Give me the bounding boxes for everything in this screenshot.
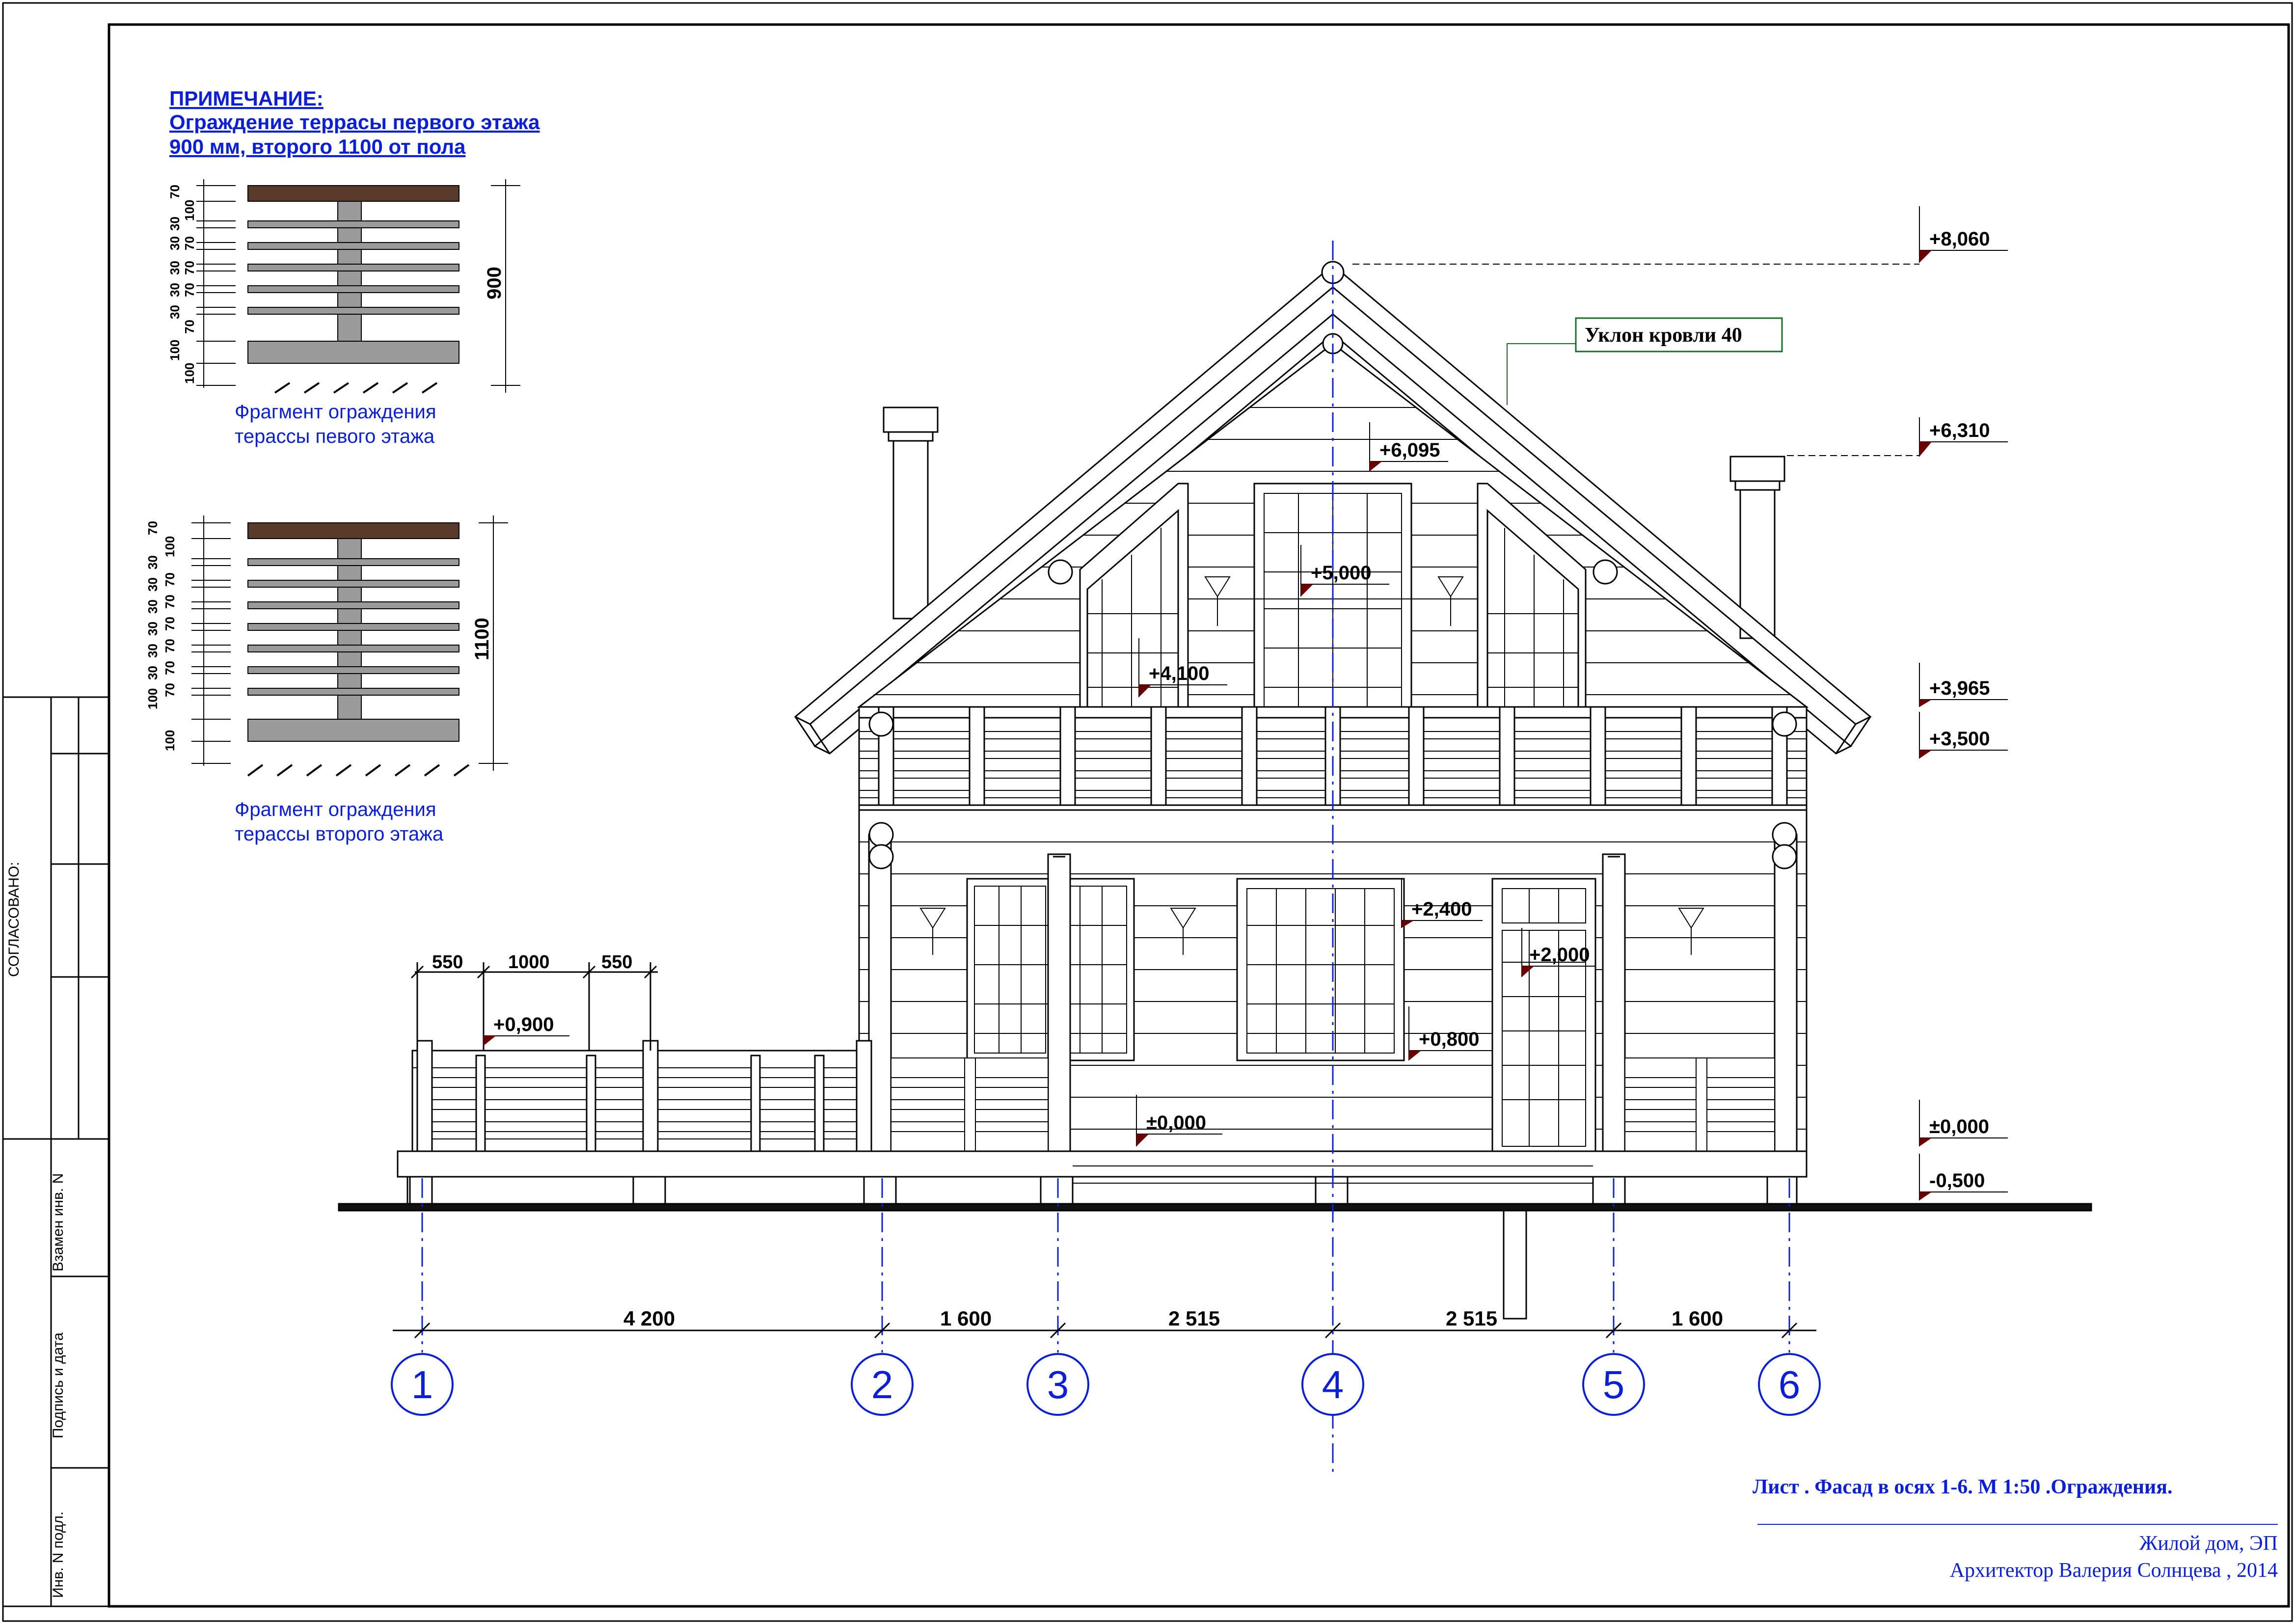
fragment2-dim-13: 70 (162, 683, 177, 697)
fragment2-dim-2: 30 (145, 555, 160, 569)
axis-dim-4-5: 2 515 (1446, 1307, 1497, 1330)
level-8060: +8,060 (1929, 228, 1990, 250)
fragment1-dim-2: 30 (167, 217, 182, 231)
fragment1-dim-5: 30 (167, 261, 182, 275)
fragment2-dim-12: 30 (145, 666, 160, 680)
fragment2-dim-9: 70 (162, 639, 177, 653)
fragment2-caption-2: терассы второго этажа (235, 823, 444, 845)
fragment1-dim-1: 100 (182, 200, 197, 221)
fragment1-dim-3: 30 (167, 236, 182, 250)
fragment1-dim-12: 100 (182, 363, 197, 384)
terrace-dim-0: 550 (432, 952, 463, 973)
axis-dim-line (393, 1322, 1816, 1339)
railing-fragment-1 (196, 179, 520, 394)
fragment1-dim-7: 30 (167, 283, 182, 297)
fragment2-dim-3: 70 (162, 572, 177, 587)
fragment2-dim-1: 100 (162, 536, 177, 557)
slope-label: Уклон кровли 40 (1585, 324, 1742, 347)
level-6310: +6,310 (1929, 420, 1990, 441)
level-markers-right (1919, 206, 2008, 1200)
fragment2-dim-14: 100 (145, 688, 160, 709)
sheet-title: Лист . Фасад в осях 1-6. М 1:50 .Огражде… (1753, 1476, 2172, 1498)
note-line1: Ограждение террасы первого этажа (169, 110, 540, 134)
agreed-label: СОГЛАСОВАНО: (6, 862, 22, 977)
facade (338, 261, 2092, 1320)
fragment2-dim-4: 30 (145, 577, 160, 592)
fragment1-dim-0: 70 (167, 185, 182, 199)
level-minus-0500: -0,500 (1929, 1170, 1985, 1191)
axis-label-5: 5 (1603, 1363, 1625, 1407)
project-name: Жилой дом, ЭП (2139, 1532, 2278, 1555)
fragment1-total-dim: 900 (484, 267, 505, 299)
fragment2-dim-7: 70 (162, 617, 177, 631)
axis-dim-2-3: 1 600 (940, 1307, 992, 1330)
fragment2-dim-0: 70 (145, 521, 160, 535)
axis-lines (421, 241, 1790, 1473)
fragment2-caption-1: Фрагмент ограждения (235, 799, 436, 820)
terrace-dim-1: 1000 (508, 952, 550, 973)
axis-label-3: 3 (1047, 1363, 1069, 1407)
fragment2-dim-11: 70 (162, 661, 177, 675)
level-0900: +0,900 (493, 1014, 554, 1035)
fragment1-dim-6: 70 (182, 261, 197, 275)
fragment1-dim-4: 70 (182, 236, 197, 250)
fragment1-dim-8: 70 (182, 283, 197, 297)
lamp-icon (919, 576, 1704, 955)
axis-label-1: 1 (411, 1363, 433, 1407)
axis-label-2: 2 (871, 1363, 893, 1407)
note-title: ПРИМЕЧАНИЕ: (169, 87, 324, 110)
terrace-dim-line (410, 962, 658, 1051)
level-0800: +0,800 (1419, 1029, 1479, 1050)
note-line2: 900 мм, второго 1100 от пола (169, 135, 466, 158)
fragment2-dim-10: 30 (145, 644, 160, 658)
replace-inv-label: Взамен инв. N (50, 1173, 66, 1272)
level-3965: +3,965 (1929, 677, 1990, 699)
fragment2-total-dim: 1100 (471, 618, 493, 660)
fragment1-dim-9: 30 (167, 305, 182, 319)
level-5000: +5,000 (1311, 562, 1371, 584)
axis-label-4: 4 (1322, 1363, 1344, 1407)
level-6095: +6,095 (1379, 439, 1440, 461)
slope-box (1575, 317, 1783, 352)
axis-bubbles (391, 1353, 1821, 1416)
slope-leader (1507, 343, 1576, 405)
level-3500: +3,500 (1929, 728, 1990, 750)
level-markers-inner (483, 422, 1595, 1146)
fragment1-dim-11: 100 (167, 340, 182, 361)
inner-frame (108, 23, 2290, 1608)
level-0000-right: ±0,000 (1929, 1116, 1989, 1137)
railing-fragment-2 (191, 515, 508, 777)
fragment2-dim-5: 70 (162, 595, 177, 609)
level-0000-inner: ±0,000 (1146, 1112, 1206, 1134)
side-stamp (3, 696, 109, 1607)
fragment1-caption-1: Фрагмент ограждения (235, 401, 436, 423)
level-2400: +2,400 (1411, 898, 1472, 920)
axis-dim-5-6: 1 600 (1672, 1307, 1723, 1330)
axis-dim-1-2: 4 200 (623, 1307, 675, 1330)
level-2000: +2,000 (1529, 944, 1590, 966)
fragment1-dim-10: 70 (182, 320, 197, 334)
axis-dim-3-4: 2 515 (1168, 1307, 1220, 1330)
author-name: Архитектор Валерия Солнцева , 2014 (1950, 1559, 2278, 1582)
terrace-dim-2: 550 (601, 952, 632, 973)
fragment2-dim-6: 30 (145, 599, 160, 614)
level-4100: +4,100 (1149, 663, 1209, 684)
inv-label: Инв. N подл. (50, 1512, 66, 1598)
fragment2-dim-15: 100 (162, 730, 177, 751)
sign-date-label: Подпись и дата (50, 1332, 66, 1438)
fragment1-caption-2: терассы певого этажа (235, 426, 435, 447)
fragment2-dim-8: 30 (145, 622, 160, 636)
axis-label-6: 6 (1779, 1363, 1801, 1407)
